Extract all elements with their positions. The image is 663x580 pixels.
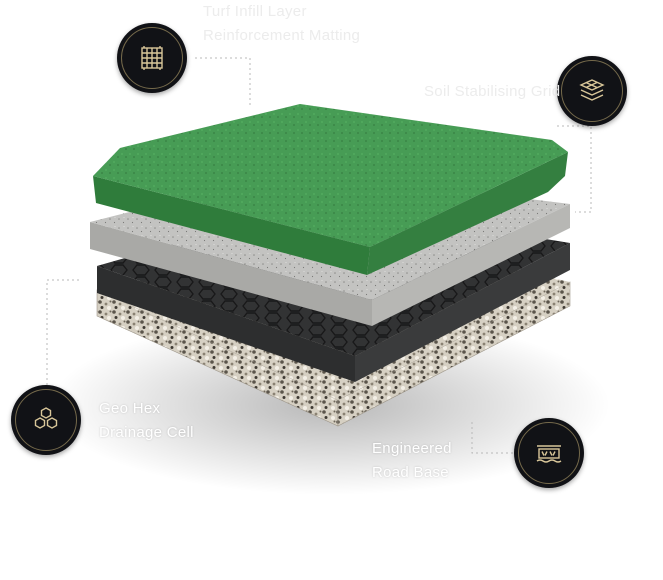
- grass-turf-layer: [93, 104, 568, 275]
- callout-label-road-base: Engineered Road Base: [372, 440, 452, 481]
- callout-badge-stabilising-grid[interactable]: [557, 56, 627, 126]
- leader-line-turf: [195, 57, 251, 106]
- callout-label-stabilising-grid: Soil Stabilising Grid: [424, 83, 561, 100]
- callout-badge-road-base[interactable]: [514, 418, 584, 488]
- leader-line-grid: [557, 125, 592, 213]
- callout-label-turf-infill: Turf Infill Layer Reinforcement Matting: [203, 3, 361, 44]
- leader-lines: [46, 57, 592, 454]
- stacked-layers-icon: [579, 79, 605, 101]
- callout-label-geo-hex: Geo Hex Drainage Cell: [99, 400, 194, 441]
- leader-line-road: [471, 420, 513, 454]
- grid-mesh-icon: [141, 46, 163, 70]
- callout-badge-geo-hex[interactable]: [11, 385, 81, 455]
- leader-line-hex: [46, 279, 82, 385]
- road-base-icon: [536, 445, 562, 463]
- callout-badge-turf-infill[interactable]: [117, 23, 187, 93]
- hexagon-cells-icon: [34, 407, 58, 429]
